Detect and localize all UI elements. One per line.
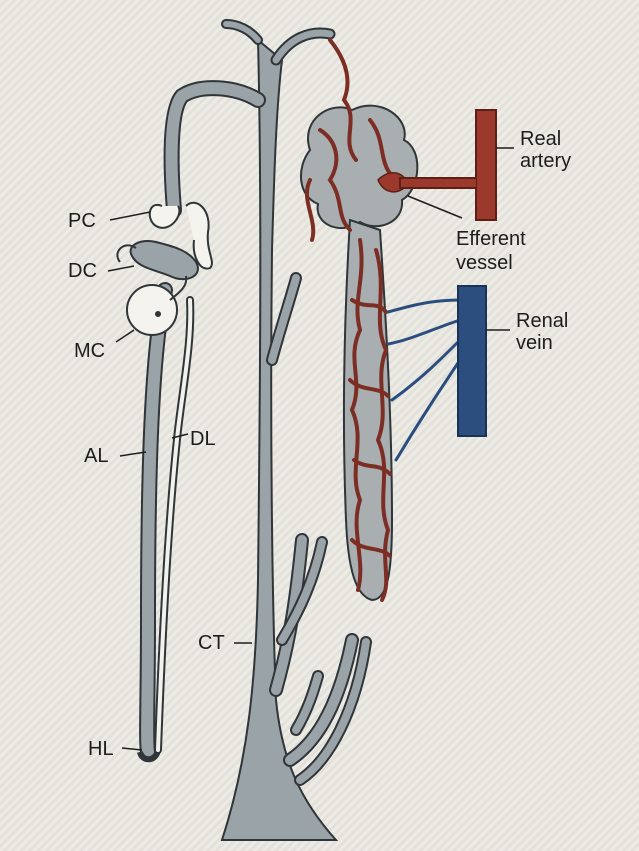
label-dc: DC (68, 260, 97, 282)
efferent-leader (408, 196, 462, 218)
label-real-artery-line1: Real (520, 128, 561, 150)
hl-leader (122, 748, 142, 750)
label-ct: CT (198, 632, 225, 654)
vascular-network (301, 40, 460, 600)
label-renal-vein-line2: vein (516, 332, 553, 354)
label-al: AL (84, 445, 108, 467)
dc-leader (108, 266, 134, 271)
label-pc: PC (68, 210, 96, 232)
label-real-artery-line2: artery (520, 150, 571, 172)
label-mc: MC (74, 340, 105, 362)
renal-vein (458, 286, 486, 436)
al-leader (120, 452, 146, 456)
label-efferent-line2: vessel (456, 252, 513, 274)
label-hl: HL (88, 738, 114, 760)
pc-leader (110, 212, 150, 220)
label-efferent-line1: Efferent (456, 228, 526, 250)
label-renal-vein-line1: Renal (516, 310, 568, 332)
mc-leader (116, 330, 134, 342)
label-dl: DL (190, 428, 216, 450)
nephron-tubule (117, 88, 258, 759)
